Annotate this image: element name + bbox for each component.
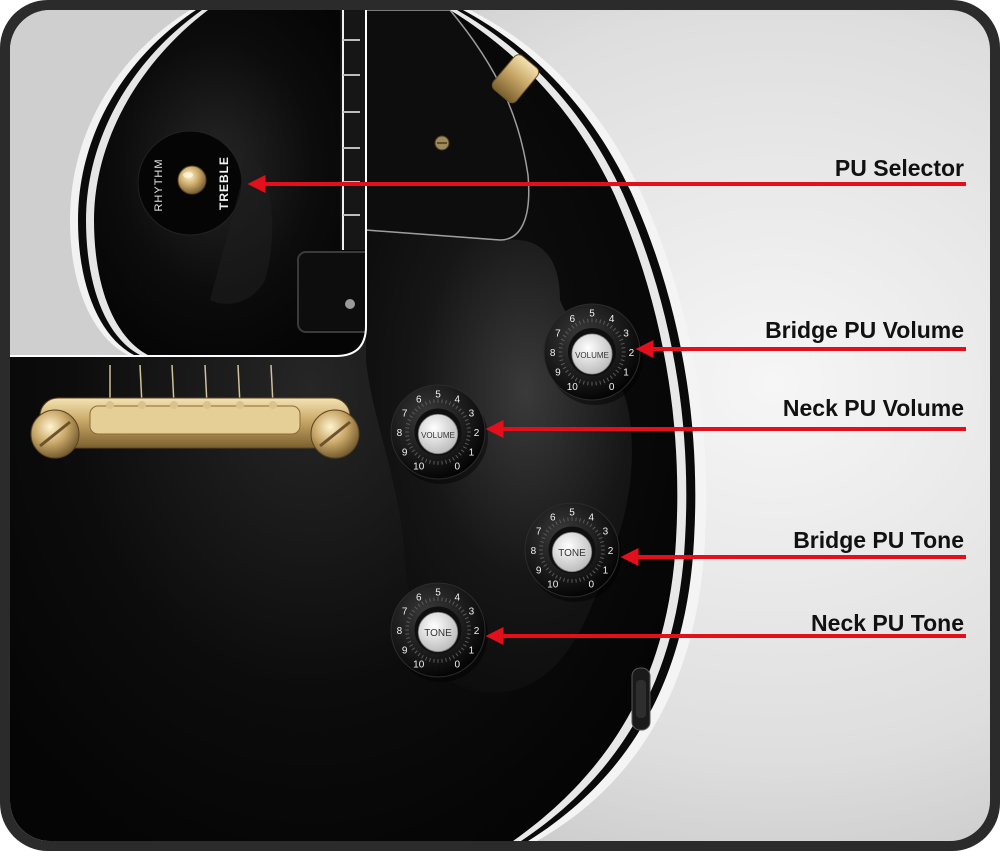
knob-scale-number: 3 (469, 409, 475, 420)
knob-cap-label: TONE (424, 628, 452, 639)
knob-scale-number: 0 (454, 659, 460, 670)
knob-scale-number: 7 (402, 409, 408, 420)
knob-scale-number: 1 (469, 645, 475, 656)
knob-scale-number: 6 (416, 395, 422, 406)
knob-scale-number: 8 (531, 546, 537, 557)
knob-scale-number: 3 (469, 607, 475, 618)
knob-scale-number: 8 (550, 348, 556, 359)
knob-scale-number: 9 (402, 645, 408, 656)
knob-scale-number: 5 (569, 507, 575, 518)
selector-label-rhythm: RHYTHM (153, 158, 165, 211)
knob-scale-number: 9 (555, 368, 561, 379)
knob-scale-number: 2 (629, 348, 635, 359)
knob-scale-number: 1 (469, 447, 475, 458)
knob-scale-number: 9 (402, 447, 408, 458)
knob-scale-number: 4 (588, 513, 594, 524)
knob-scale-number: 2 (608, 546, 614, 557)
label-pu-selector: PU Selector (835, 155, 964, 181)
knob-scale-number: 10 (567, 382, 579, 393)
knob-scale-number: 4 (454, 593, 460, 604)
knob-cap-label: VOLUME (421, 431, 455, 440)
knob-scale-number: 4 (454, 395, 460, 406)
knob-scale-number: 8 (397, 428, 403, 439)
knob-scale-number: 9 (536, 565, 542, 576)
knob-scale-number: 2 (474, 428, 480, 439)
knob-scale-number: 3 (603, 527, 609, 538)
knob-scale-number: 1 (623, 368, 629, 379)
label-neck-pu-tone: Neck PU Tone (811, 610, 964, 636)
output-jack (632, 668, 650, 730)
knob-scale-number: 3 (623, 328, 629, 339)
label-neck-pu-volume: Neck PU Volume (783, 395, 964, 421)
knob-scale-number: 0 (454, 461, 460, 472)
knob-scale-number: 2 (474, 626, 480, 637)
selector-switch-tip (178, 166, 206, 194)
knob-cap-label: VOLUME (575, 351, 609, 360)
selector-label-treble: TREBLE (217, 156, 231, 210)
knob-scale-number: 4 (609, 314, 615, 325)
knob-scale-number: 10 (413, 461, 425, 472)
label-bridge-pu-volume: Bridge PU Volume (765, 317, 964, 343)
knob-scale-number: 6 (570, 314, 576, 325)
knob-scale-number: 0 (609, 382, 615, 393)
knob-scale-number: 0 (588, 579, 594, 590)
knob-scale-number: 8 (397, 626, 403, 637)
knob-scale-number: 6 (416, 593, 422, 604)
knob-scale-number: 7 (555, 328, 561, 339)
knob-scale-number: 7 (536, 527, 542, 538)
knob-scale-number: 10 (413, 659, 425, 670)
knob-scale-number: 1 (603, 565, 609, 576)
knob-scale-number: 7 (402, 607, 408, 618)
knob-scale-number: 6 (550, 513, 556, 524)
label-bridge-pu-tone: Bridge PU Tone (793, 527, 964, 553)
knob-scale-number: 5 (435, 389, 441, 400)
knob-scale-number: 10 (547, 579, 559, 590)
knob-scale-number: 5 (435, 587, 441, 598)
knob-scale-number: 5 (589, 309, 595, 320)
knob-cap-label: TONE (558, 548, 586, 559)
